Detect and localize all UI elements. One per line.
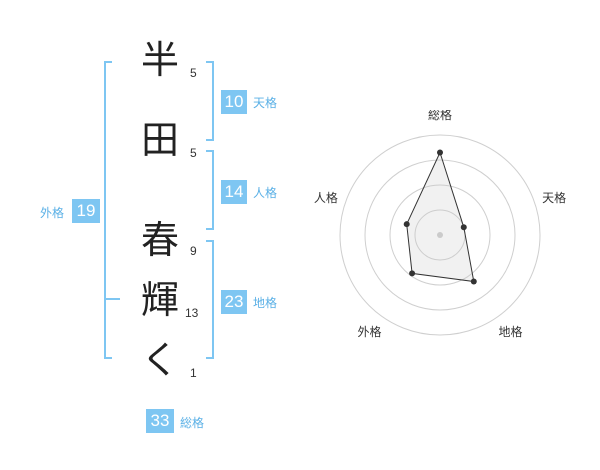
radar-axis-label-3: 地格 (498, 324, 522, 339)
gaikaku-divider-tick (104, 298, 120, 300)
name-char-2: 田 (140, 118, 179, 162)
radar-point-1 (437, 149, 443, 156)
tenkaku-label: 天格 (253, 96, 278, 110)
stroke-count-5: 1 (190, 366, 197, 380)
name-char-5: く (140, 338, 179, 382)
tenkaku-value-badge: 10 (221, 90, 247, 114)
stroke-count-4: 13 (185, 306, 199, 320)
radar-axis-label-5: 人格 (314, 190, 338, 205)
radar-point-4 (409, 270, 416, 277)
stroke-count-1: 5 (190, 66, 197, 80)
chikaku-label: 地格 (253, 296, 278, 310)
radar-ring-2 (389, 184, 491, 286)
name-char-1: 半 (140, 38, 179, 82)
name-char-4: 輝 (140, 278, 179, 322)
radar-point-2 (460, 224, 467, 231)
jinkaku-value-badge: 14 (221, 180, 247, 204)
radar-series-polygon (406, 151, 475, 283)
soukaku-value-badge: 33 (146, 409, 174, 433)
radar-grid (339, 134, 541, 336)
stroke-count-3: 9 (190, 244, 197, 258)
tenkaku-bracket (206, 61, 214, 141)
chikaku-value-badge: 23 (221, 290, 247, 314)
radar-point-3 (470, 278, 477, 285)
soukaku-label: 総格 (180, 416, 205, 430)
radar-axis-label-2: 天格 (542, 190, 566, 205)
radar-points (403, 149, 477, 285)
gaikaku-value-badge: 19 (72, 199, 100, 223)
jinkaku-bracket (206, 150, 214, 230)
radar-axis-label-4: 外格 (357, 324, 381, 339)
radar-center (437, 232, 443, 238)
radar-point-5 (403, 221, 410, 228)
name-char-3: 春 (140, 218, 179, 262)
radar-ring-4 (339, 134, 541, 336)
radar-ring-3 (364, 159, 516, 311)
gaikaku-bracket (104, 61, 112, 359)
stroke-count-2: 5 (190, 146, 197, 160)
jinkaku-label: 人格 (253, 186, 278, 200)
chikaku-bracket (206, 240, 214, 359)
radar-axis-label-1: 総格 (428, 110, 452, 122)
gaikaku-label: 外格 (40, 206, 65, 220)
